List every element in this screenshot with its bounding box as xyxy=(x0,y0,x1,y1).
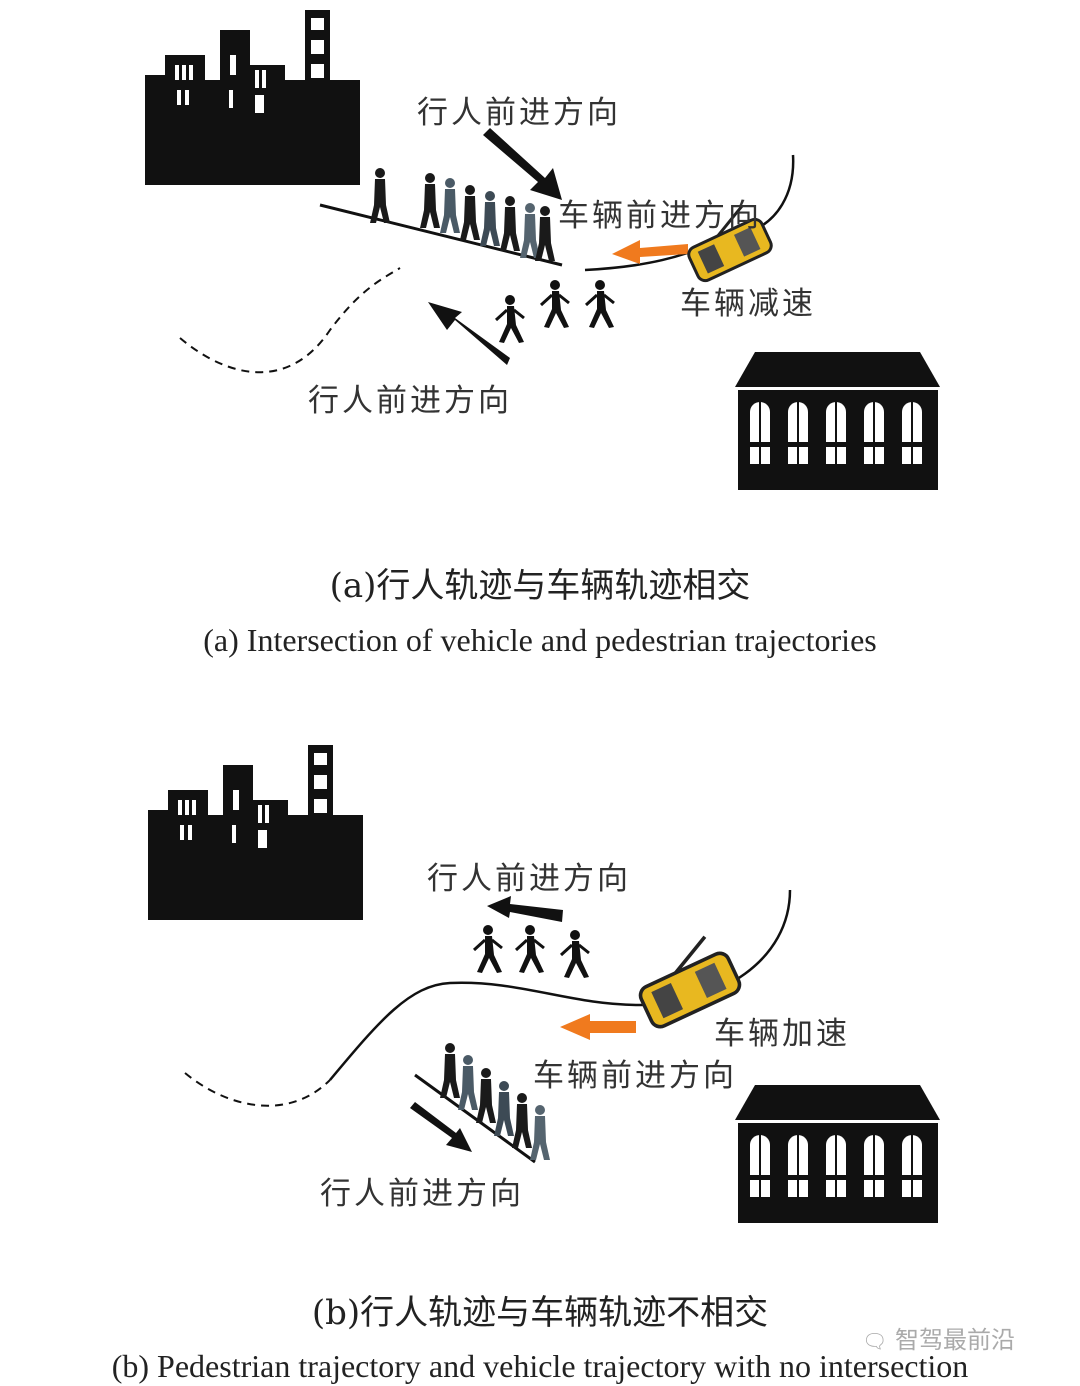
city-buildings-icon xyxy=(145,10,360,185)
arrow-pedestrian-down-icon xyxy=(410,1102,472,1152)
label-pedestrian-direction: 行人前进方向 xyxy=(417,95,621,131)
watermark-text: 智驾最前沿 xyxy=(895,1326,1016,1354)
orange-arrow-icon xyxy=(560,1014,636,1040)
house-icon xyxy=(735,1085,940,1223)
arrow-pedestrian-down-icon xyxy=(483,128,562,200)
label-pedestrian-direction: 行人前进方向 xyxy=(308,383,512,419)
vehicle-trajectory xyxy=(329,889,792,1081)
label-vehicle-direction: 车辆前进方向 xyxy=(558,198,762,234)
label-vehicle-accelerate: 车辆加速 xyxy=(714,1016,850,1052)
caption-b-zh: (b)行人轨迹与车辆轨迹不相交 xyxy=(311,1293,769,1333)
watermark: 🗨 智驾最前沿 xyxy=(862,1320,1015,1355)
walking-pedestrians-icon xyxy=(472,923,591,980)
orange-arrow-icon xyxy=(612,240,688,264)
label-pedestrian-direction: 行人前进方向 xyxy=(427,861,631,897)
label-pedestrian-direction: 行人前进方向 xyxy=(320,1176,524,1212)
city-buildings-icon xyxy=(148,745,363,920)
label-vehicle-decelerate: 车辆减速 xyxy=(680,286,816,322)
arrow-pedestrian-up-icon xyxy=(428,302,510,365)
caption-a-zh: (a)行人轨迹与车辆轨迹相交 xyxy=(329,566,751,606)
panel-a-scene xyxy=(145,10,940,490)
pedestrian-trajectory-dashed xyxy=(184,1072,331,1107)
label-vehicle-direction: 车辆前进方向 xyxy=(533,1058,737,1094)
pedestrian-crowd-icon xyxy=(370,168,555,261)
panel-b-scene xyxy=(148,745,940,1223)
caption-b-en: (b) Pedestrian trajectory and vehicle tr… xyxy=(111,1348,969,1384)
house-icon xyxy=(735,352,940,490)
arrow-pedestrian-left-icon xyxy=(487,896,563,922)
wechat-icon: 🗨 xyxy=(862,1329,888,1353)
caption-a-en: (a) Intersection of vehicle and pedestri… xyxy=(203,622,877,658)
pedestrian-trajectory-dashed xyxy=(179,267,401,374)
walking-pedestrians-icon xyxy=(494,278,616,345)
